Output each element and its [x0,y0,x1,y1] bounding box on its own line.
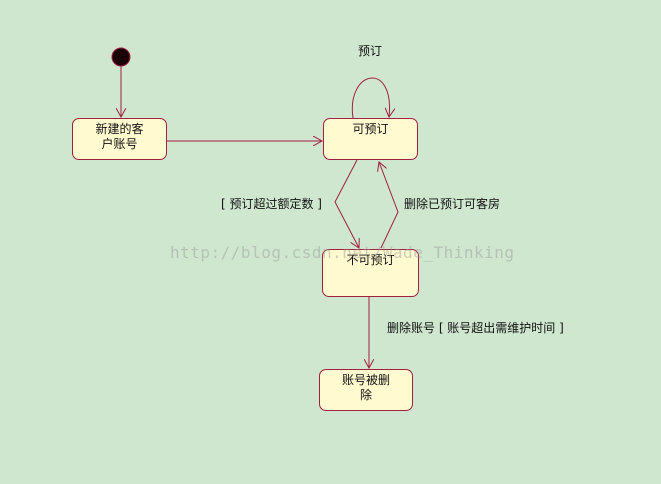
state-new-account: 新建的客 户账号 [72,118,167,160]
edge-self-loop-book [351,77,389,119]
label-over-limit: [ 预订超过额定数 ] [221,197,322,211]
edge-notbookable-to-bookable [379,162,399,249]
watermark-url: http://blog.csdn.net/Wade_Thinking [170,243,515,262]
state-account-deleted: 账号被删 除 [319,369,413,411]
label-delete-booked: 删除已预订可客房 [404,197,501,211]
state-bookable: 可预订 [323,118,418,160]
label-self-book: 预订 [358,44,383,58]
state-not-bookable: 不可预订 [322,249,419,297]
edge-bookable-to-notbookable [334,159,359,248]
initial-node [111,47,131,67]
label-delete-account: 删除账号 [ 账号超出需维护时间 ] [387,321,564,335]
